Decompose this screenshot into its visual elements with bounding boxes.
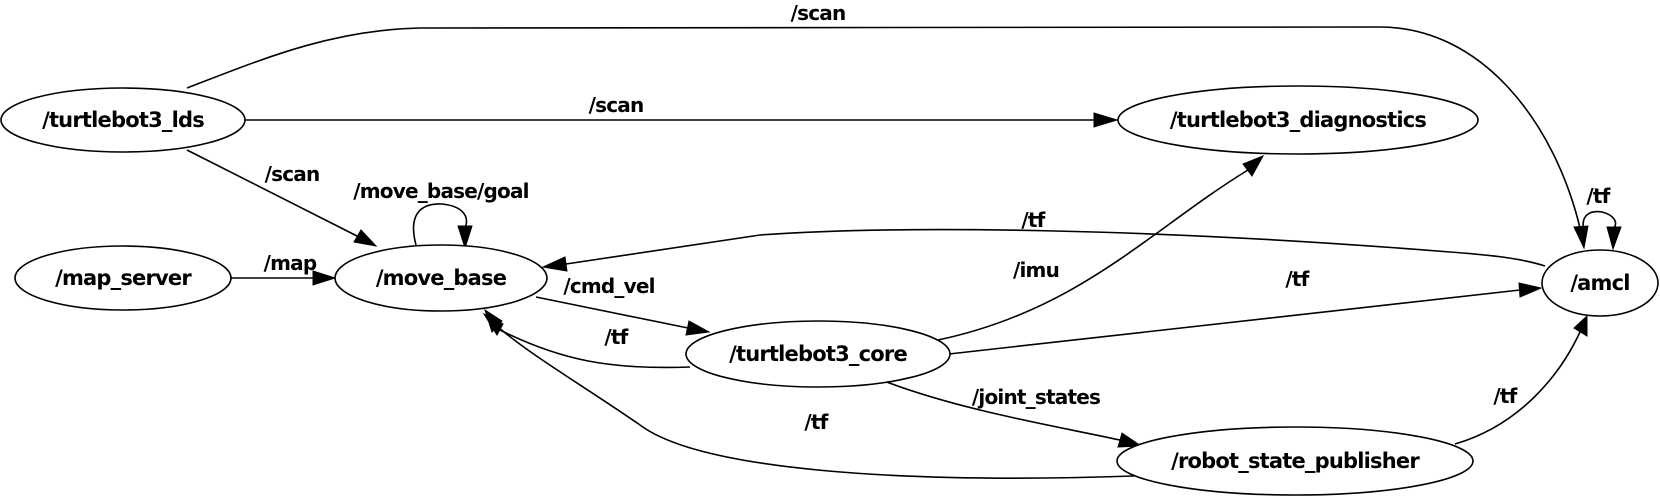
node-move-base[interactable]: /move_base: [334, 244, 548, 312]
node-ellipse: [0, 87, 246, 153]
arrowhead: [312, 270, 337, 286]
arrowhead: [1606, 226, 1622, 251]
edge-line: [937, 169, 1249, 341]
node-label: /turtlebot3_diagnostics: [1170, 108, 1427, 132]
edge-line: [1582, 210, 1617, 233]
edge-amcl-self: /tf: [1582, 184, 1622, 251]
arrowhead: [685, 320, 711, 336]
edge-label: /tf: [804, 410, 828, 434]
arrowhead: [1093, 112, 1119, 128]
edge-line: [565, 228, 1546, 267]
arrowhead: [1518, 282, 1543, 298]
edge-line: [535, 296, 689, 329]
edge-line: [186, 149, 358, 237]
arrowhead: [1117, 432, 1143, 448]
edge-core-to-rsp: /joint_states: [883, 380, 1143, 448]
edge-line: [948, 289, 1521, 355]
node-amcl[interactable]: /amcl: [1541, 249, 1659, 317]
node-label: /map_server: [55, 266, 192, 290]
edge-label: /move_base/goal: [353, 179, 528, 203]
node-ellipse: [14, 245, 232, 311]
node-ellipse: [1116, 426, 1474, 496]
edge-lds-to-diagnostics: /scan: [244, 93, 1119, 128]
edge-line: [499, 329, 691, 369]
edge-move-base-self: /move_base/goal: [353, 179, 530, 250]
arrowhead: [353, 229, 378, 247]
node-label: /robot_state_publisher: [1171, 449, 1420, 473]
edge-move-base-to-core: /cmd_vel: [535, 274, 711, 336]
node-label: /turtlebot3_core: [729, 342, 907, 366]
edge-label: /scan: [265, 162, 320, 186]
edge-label: /scan: [791, 1, 846, 25]
edge-line: [186, 26, 1582, 233]
node-ellipse: [685, 320, 951, 388]
edge-label: /joint_states: [972, 385, 1100, 409]
edge-label: /scan: [589, 93, 644, 117]
edge-line: [496, 325, 1135, 479]
edge-amcl-to-move-base: /tf: [541, 208, 1546, 272]
edge-label: /tf: [1021, 208, 1045, 232]
edge-label: /tf: [604, 325, 628, 349]
arrowhead: [541, 256, 568, 272]
edge-rsp-to-amcl: /tf: [1454, 314, 1588, 445]
arrowhead: [1573, 225, 1589, 250]
node-robot-state-publisher[interactable]: /robot_state_publisher: [1116, 426, 1474, 496]
edge-core-to-diagnostics: /imu: [937, 155, 1265, 341]
arrowhead: [1573, 314, 1588, 337]
edge-label: /map: [264, 251, 317, 275]
edge-line: [883, 380, 1121, 441]
node-turtlebot3-lds[interactable]: /turtlebot3_lds: [0, 87, 246, 153]
edge-line: [1454, 331, 1581, 445]
node-turtlebot3-core[interactable]: /turtlebot3_core: [685, 320, 951, 388]
node-ellipse: [1541, 249, 1659, 317]
edge-label: /imu: [1013, 258, 1059, 282]
edge-label: /tf: [1493, 384, 1517, 408]
node-turtlebot3-diagnostics[interactable]: /turtlebot3_diagnostics: [1117, 85, 1479, 155]
node-label: /turtlebot3_lds: [42, 108, 204, 132]
edge-rsp-to-move-base: /tf: [484, 308, 1135, 479]
edge-map-server-to-move-base: /map: [231, 251, 337, 286]
edge-lds-to-amcl: /scan: [186, 1, 1589, 250]
node-label: /move_base: [376, 266, 507, 290]
node-map-server[interactable]: /map_server: [14, 245, 232, 311]
edge-lds-to-move-base: /scan: [186, 149, 378, 247]
edge-label: /tf: [1586, 184, 1610, 208]
node-label: /amcl: [1570, 271, 1629, 295]
node-ellipse: [1117, 85, 1479, 155]
edge-core-to-amcl: /tf: [948, 267, 1543, 355]
arrowhead: [457, 225, 473, 250]
arrowhead: [1242, 155, 1265, 177]
edge-line: [412, 203, 468, 246]
node-ellipse: [334, 244, 548, 312]
arrowhead: [484, 308, 503, 333]
edge-label: /cmd_vel: [563, 274, 654, 298]
edge-label: /tf: [1285, 267, 1309, 291]
